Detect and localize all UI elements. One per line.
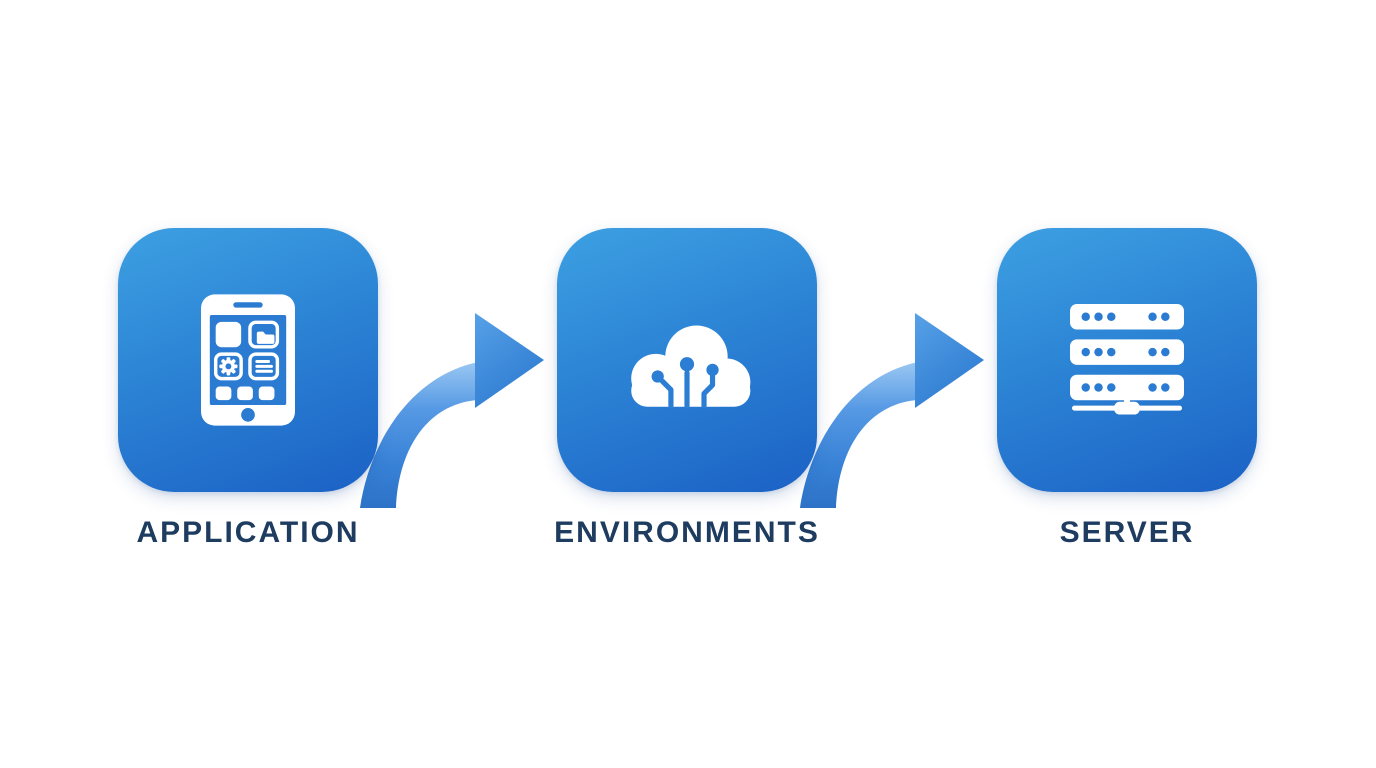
step-environments: ENVIRONMENTS <box>554 228 820 568</box>
environments-tile <box>557 228 817 492</box>
server-rack-icon <box>1070 304 1184 415</box>
smartphone-apps-icon <box>201 294 295 426</box>
curved-arrow-right-icon <box>800 313 984 508</box>
application-tile <box>118 228 378 492</box>
curved-arrow-right-icon <box>360 313 544 508</box>
step-application: APPLICATION <box>118 228 378 568</box>
step-label-environments: ENVIRONMENTS <box>554 516 820 549</box>
step-server: SERVER <box>997 228 1257 568</box>
step-label-application: APPLICATION <box>136 516 360 549</box>
server-tile <box>997 228 1257 492</box>
step-label-server: SERVER <box>1059 516 1195 549</box>
cloud-circuit-icon <box>631 325 751 409</box>
